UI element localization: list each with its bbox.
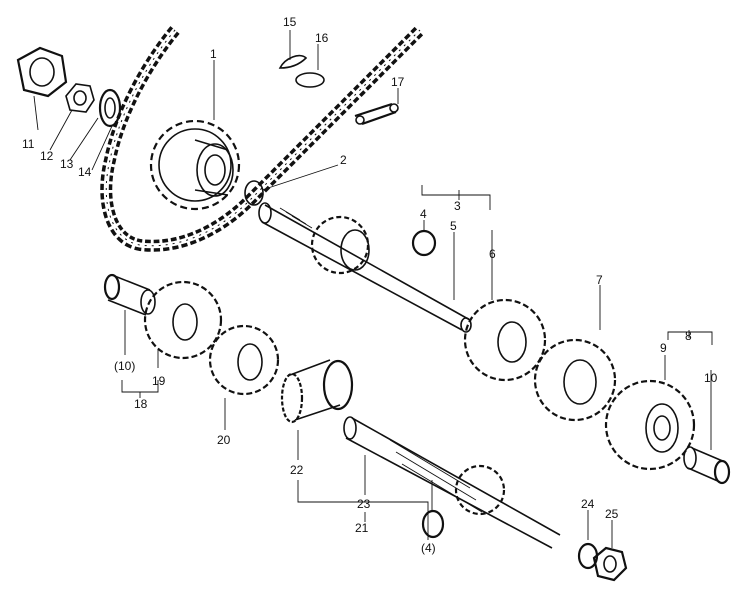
gear-22 [280, 359, 354, 424]
label-23: 23 [357, 497, 371, 511]
label-7: 7 [596, 273, 603, 287]
callout-labels: 1 2 3 4 5 6 7 8 9 10 (10) 11 12 13 14 15… [22, 15, 718, 555]
main-shaft [258, 202, 472, 333]
label-24: 24 [581, 497, 595, 511]
chain-master-link [278, 54, 399, 126]
sprocket-nut-set [16, 46, 122, 128]
bushing-10-left [103, 273, 156, 316]
gear-7 [533, 338, 617, 422]
thrust-washer-lower [421, 509, 445, 539]
drive-chain [100, 25, 425, 252]
label-13: 13 [60, 157, 74, 171]
label-16: 16 [315, 31, 329, 45]
label-3: 3 [454, 199, 461, 213]
label-9: 9 [660, 341, 667, 355]
countershaft [343, 416, 561, 549]
label-10: 10 [704, 371, 718, 385]
gear-20 [208, 324, 280, 396]
label-12: 12 [40, 149, 54, 163]
label-4: 4 [420, 207, 427, 221]
label-10-paren: (10) [114, 359, 135, 373]
gear-6 [463, 298, 547, 382]
label-20: 20 [217, 433, 231, 447]
leader-lines [33, 30, 713, 548]
label-4-paren: (4) [421, 541, 436, 555]
gear-19 [143, 280, 223, 360]
label-2: 2 [340, 153, 347, 167]
bushing-10 [683, 446, 731, 485]
nut-25-bore [603, 555, 617, 573]
label-5: 5 [450, 219, 457, 233]
gear-9 [604, 379, 696, 471]
label-19: 19 [152, 374, 166, 388]
sprocket-washer [244, 180, 264, 206]
label-6: 6 [489, 247, 496, 261]
label-15: 15 [283, 15, 297, 29]
label-14: 14 [78, 165, 92, 179]
nut-25 [592, 546, 628, 582]
label-17: 17 [391, 75, 405, 89]
thrust-washer-upper [411, 229, 437, 257]
label-8: 8 [685, 329, 692, 343]
label-21: 21 [355, 521, 369, 535]
drive-sprocket [149, 119, 241, 211]
label-18: 18 [134, 397, 148, 411]
label-11: 11 [22, 137, 35, 151]
label-25: 25 [605, 507, 619, 521]
label-22: 22 [290, 463, 304, 477]
label-1: 1 [210, 47, 217, 61]
